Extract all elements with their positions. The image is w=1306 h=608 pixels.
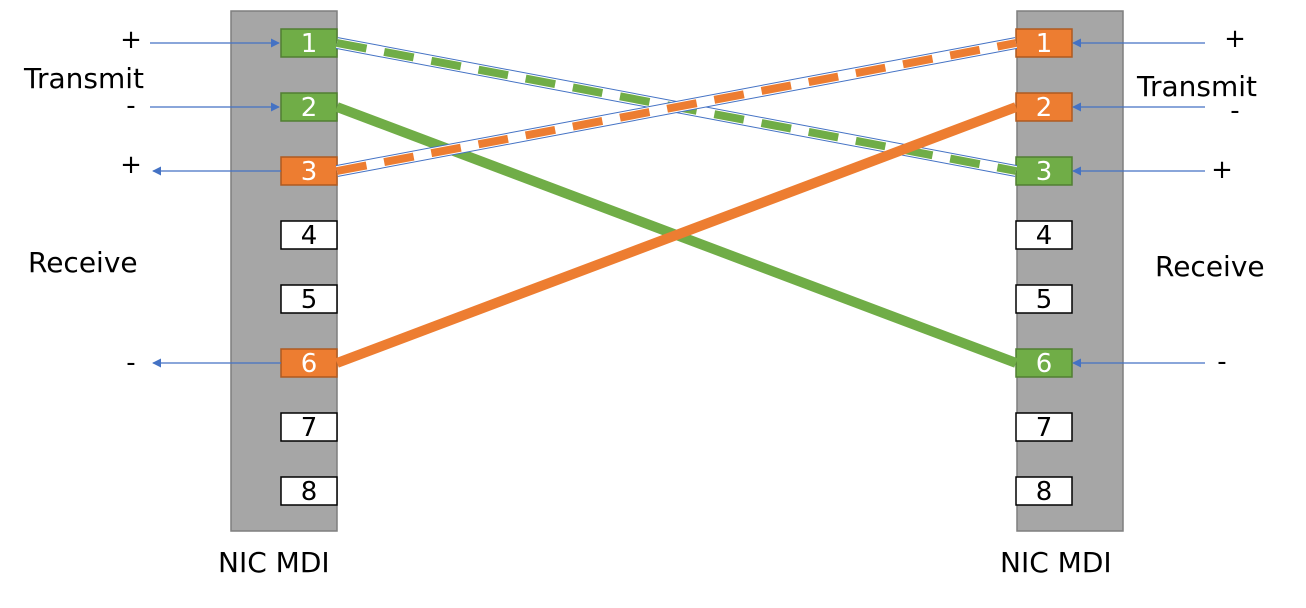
right-pin-list: 1 2 3 4 5 6 7 8 [1015,28,1073,507]
right-pin-2-box [1015,92,1073,122]
right-pin-3: 3 [1015,156,1073,187]
left-pin-7-box [280,412,338,442]
right-pin-8: 8 [1015,476,1073,507]
left-labels: + Transmit - + Receive - NIC MDI [23,25,330,579]
right-panel-body [1016,10,1124,532]
left-pin-6: 6 [280,348,338,379]
left-pin-2-label: 2 [301,93,318,123]
right-pin-4-box [1015,220,1073,250]
right-pin-8-label: 8 [1036,477,1053,507]
right-pin-8-box [1015,476,1073,506]
right-pin-5: 5 [1015,284,1073,315]
left-pin-3: 3 [280,156,338,187]
left-receive-label: Receive [28,246,138,279]
left-pin6-sign: - [126,348,135,378]
left-pin1-sign: + [120,25,142,55]
left-pin-8-label: 8 [301,477,318,507]
left-pin-5-label: 5 [301,285,318,315]
right-pin6-sign: - [1217,347,1226,377]
right-nic-panel: 1 2 3 4 5 6 7 8 [1015,10,1124,532]
right-pin3-sign: + [1211,155,1233,185]
right-pin-7-label: 7 [1036,413,1053,443]
right-transmit-label: Transmit [1136,70,1257,103]
right-pin-2-label: 2 [1036,93,1053,123]
left-pin-4: 4 [280,220,338,251]
left-pin-list: 1 2 3 4 5 6 7 8 [280,28,338,507]
left-pin-2: 2 [280,92,338,123]
right-pin-6-label: 6 [1036,349,1053,379]
right-pin-7-box [1015,412,1073,442]
left-pin-1-box [280,28,338,58]
right-pin-5-label: 5 [1036,285,1053,315]
left-pin3-sign: + [120,150,142,180]
left-pin2-sign: - [126,91,135,121]
left-pin-4-label: 4 [301,221,318,251]
wire-left-6-to-right-2 [335,102,1018,368]
wire-left-3-to-right-1-stripes [336,39,1017,175]
left-nic-panel: 1 2 3 4 5 6 7 8 [230,10,338,532]
left-pin-5-box [280,284,338,314]
right-pin-6: 6 [1015,348,1073,379]
left-pin-7-label: 7 [301,413,318,443]
left-pin-3-label: 3 [301,157,318,187]
left-pin-1-label: 1 [301,29,318,59]
right-pin-1: 1 [1015,28,1073,59]
right-pin-2: 2 [1015,92,1073,123]
wire-left-6-to-right-2-line [335,102,1018,368]
left-panel-body [230,10,338,532]
left-transmit-label: Transmit [23,62,144,95]
right-receive-label: Receive [1155,250,1265,283]
left-pin-3-box [280,156,338,186]
left-pin-8: 8 [280,476,338,507]
wire-group [335,37,1018,368]
right-pin-7: 7 [1015,412,1073,443]
signal-arrows [150,38,1205,368]
right-footer-label: NIC MDI [1000,546,1112,579]
right-pin-3-label: 3 [1036,157,1053,187]
right-pin2-sign: - [1230,96,1239,126]
right-pin-4-label: 4 [1036,221,1053,251]
right-pin1-sign: + [1224,24,1246,54]
left-footer-label: NIC MDI [218,546,330,579]
left-pin-5: 5 [280,284,338,315]
left-pin-4-box [280,220,338,250]
right-pin-1-box [1015,28,1073,58]
left-pin-6-label: 6 [301,349,318,379]
right-labels: + Transmit - + Receive - NIC MDI [1000,24,1265,579]
left-pin-2-box [280,92,338,122]
left-pin-7: 7 [280,412,338,443]
wire-left-3-to-right-1 [335,37,1018,177]
right-pin-6-box [1015,348,1073,378]
right-pin-1-label: 1 [1036,29,1053,59]
right-pin-4: 4 [1015,220,1073,251]
right-pin-5-box [1015,284,1073,314]
left-pin-8-box [280,476,338,506]
left-pin-1: 1 [280,28,338,59]
